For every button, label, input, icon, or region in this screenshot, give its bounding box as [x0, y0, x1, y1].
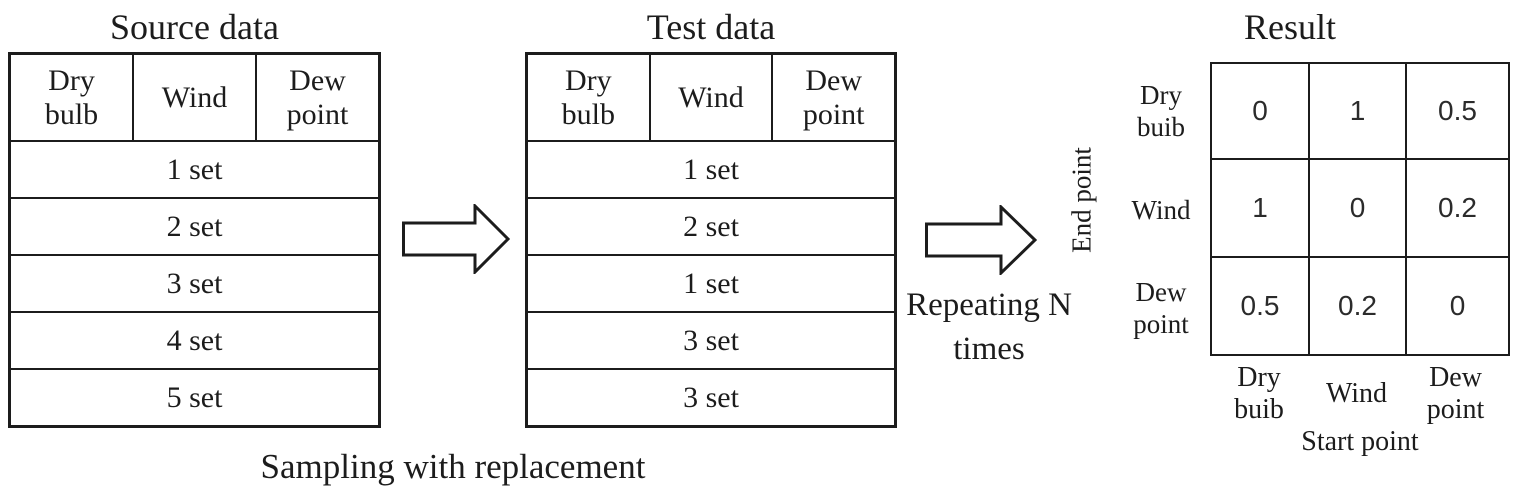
- matrix-cell-r1c2: 1: [1310, 64, 1407, 160]
- test-header-row: Dry bulb Wind Dew point: [528, 55, 894, 142]
- source-data-table: Dry bulb Wind Dew point 1 set 2 set 3 se…: [8, 52, 381, 428]
- result-row-label-wind: Wind: [1131, 194, 1191, 225]
- test-data-title: Test data: [646, 7, 776, 47]
- matrix-cell-r3c3: 0: [1449, 290, 1466, 321]
- result-row-label-dry-bulb: Dry buib: [1136, 79, 1185, 142]
- test-header-wind: Wind: [651, 55, 774, 140]
- matrix-cell-r1c1: 0: [1212, 64, 1310, 160]
- sampling-caption: Sampling with replacement: [260, 447, 646, 486]
- source-row-4: 4 set: [11, 313, 378, 370]
- source-row-1: 1 set: [11, 142, 378, 199]
- start-point-axis-label: Start point: [1301, 426, 1419, 457]
- matrix-cell-r2c2: 0: [1310, 160, 1407, 258]
- result-row-label-dew-point: Dew point: [1133, 276, 1189, 339]
- matrix-cell-r3c2: 0.2: [1310, 258, 1407, 354]
- right-arrow-icon: [925, 205, 1037, 275]
- matrix-cell-r1c3: 0.5: [1407, 64, 1508, 160]
- right-arrow-icon: [402, 204, 510, 274]
- matrix-cell-r2c1: 1: [1212, 160, 1310, 258]
- test-data-table: Dry bulb Wind Dew point 1 set 2 set 1 se…: [525, 52, 897, 428]
- result-col-label-dew-point: Dew point: [1426, 361, 1485, 425]
- result-col-label-wind: Wind: [1325, 377, 1388, 409]
- source-row-3: 3 set: [11, 256, 378, 313]
- source-header-dew-point: Dew point: [286, 63, 349, 131]
- end-point-axis-label: End point: [1066, 147, 1097, 253]
- test-row-2: 2 set: [528, 199, 894, 256]
- result-matrix: 0 1 0.5 1 0 0.2 0.5 0.2 0: [1210, 62, 1510, 356]
- test-row-5: 3 set: [683, 380, 739, 414]
- test-row-1: 1 set: [528, 142, 894, 199]
- matrix-cell-r3c1: 0.5: [1212, 258, 1310, 354]
- source-header-row: Dry bulb Wind Dew point: [11, 55, 378, 142]
- test-header-dew-point: Dew point: [802, 63, 865, 131]
- test-header-dry-bulb: Dry bulb: [528, 55, 651, 140]
- source-row-5: 5 set: [166, 380, 223, 414]
- test-row-3: 1 set: [528, 256, 894, 313]
- result-col-label-dry-bulb: Dry buib: [1234, 361, 1284, 425]
- result-title: Result: [1244, 7, 1337, 47]
- source-header-wind: Wind: [134, 55, 257, 140]
- source-row-2: 2 set: [11, 199, 378, 256]
- repeat-n-times-label: Repeating N times: [906, 287, 1072, 367]
- test-row-4: 3 set: [528, 313, 894, 370]
- matrix-cell-r2c3: 0.2: [1407, 160, 1508, 258]
- source-data-title: Source data: [110, 7, 279, 47]
- source-header-dry-bulb: Dry bulb: [11, 55, 134, 140]
